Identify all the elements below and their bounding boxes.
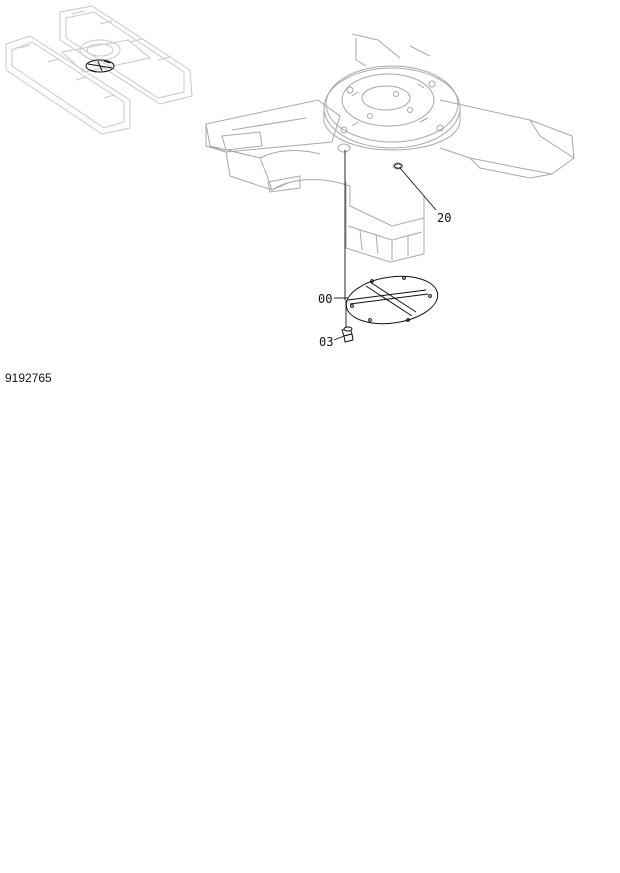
part-03-bolt — [341, 326, 354, 343]
callout-label-20: 20 — [437, 211, 451, 225]
drawing-number: 9192765 — [5, 371, 52, 385]
callout-label-03: 03 — [319, 335, 333, 349]
exploded-parts-diagram: 20 00 03 — [5, 5, 575, 349]
leader-line-03 — [333, 335, 345, 341]
track-frame-body — [205, 33, 575, 263]
part-00-cover-plate — [345, 275, 439, 325]
callout-label-00: 00 — [318, 292, 332, 306]
undercarriage-overview-thumbnail — [5, 5, 193, 135]
part-20-fitting — [394, 163, 402, 169]
leader-line-20 — [399, 167, 437, 211]
swing-bearing-ring — [323, 65, 461, 170]
